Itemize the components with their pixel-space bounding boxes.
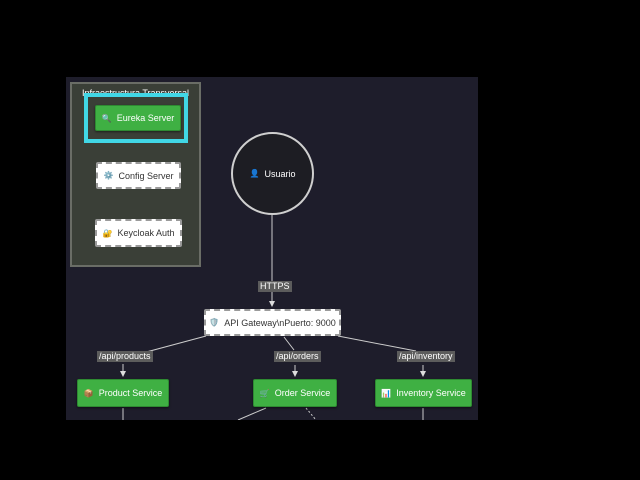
magnifier-icon: 🔍	[101, 113, 112, 123]
keycloak-auth-node[interactable]: 🔐 Keycloak Auth	[95, 219, 182, 247]
eureka-server-node[interactable]: 🔍 Eureka Server	[95, 105, 181, 131]
diagram-canvas[interactable]: Infraestructura Transversal 🔍 Eureka Ser…	[66, 77, 478, 420]
order-service-node[interactable]: 🛒 Order Service	[253, 379, 337, 407]
inventory-service-label: Inventory Service	[396, 388, 466, 398]
edge-label-orders: /api/orders	[274, 351, 321, 362]
lock-icon: 🔐	[102, 228, 113, 238]
config-server-node[interactable]: ⚙️ Config Server	[96, 162, 181, 189]
edge-gateway-order	[283, 336, 295, 351]
user-label: Usuario	[264, 168, 296, 179]
cart-icon: 🛒	[259, 388, 270, 398]
order-service-label: Order Service	[274, 388, 331, 398]
edge-order-down-right	[305, 407, 317, 420]
api-gateway-node[interactable]: 🛡️ API Gateway\nPuerto: 9000	[204, 309, 341, 336]
edge-gateway-inventory	[337, 335, 417, 352]
gear-icon: ⚙️	[103, 171, 114, 180]
package-icon: 📦	[83, 388, 94, 398]
edge-label-https: HTTPS	[258, 281, 292, 292]
api-gateway-label: API Gateway\nPuerto: 9000	[224, 317, 336, 328]
edge-label-products: /api/products	[97, 351, 153, 362]
user-icon: 👤	[249, 169, 260, 178]
edge-label-inventory: /api/inventory	[397, 351, 455, 362]
user-node[interactable]: 👤 Usuario	[231, 132, 314, 215]
product-service-node[interactable]: 📦 Product Service	[77, 379, 169, 407]
inventory-service-node[interactable]: 📊 Inventory Service	[375, 379, 472, 407]
selection-highlight	[84, 93, 188, 143]
chart-icon: 📊	[381, 388, 392, 398]
infrastructure-cluster[interactable]: Infraestructura Transversal 🔍 Eureka Ser…	[70, 82, 201, 267]
product-service-label: Product Service	[98, 388, 163, 398]
config-server-label: Config Server	[118, 170, 174, 181]
edge-order-down-left	[237, 407, 267, 420]
keycloak-auth-label: Keycloak Auth	[117, 228, 175, 238]
eureka-server-label: Eureka Server	[116, 113, 175, 123]
shield-icon: 🛡️	[209, 318, 220, 327]
